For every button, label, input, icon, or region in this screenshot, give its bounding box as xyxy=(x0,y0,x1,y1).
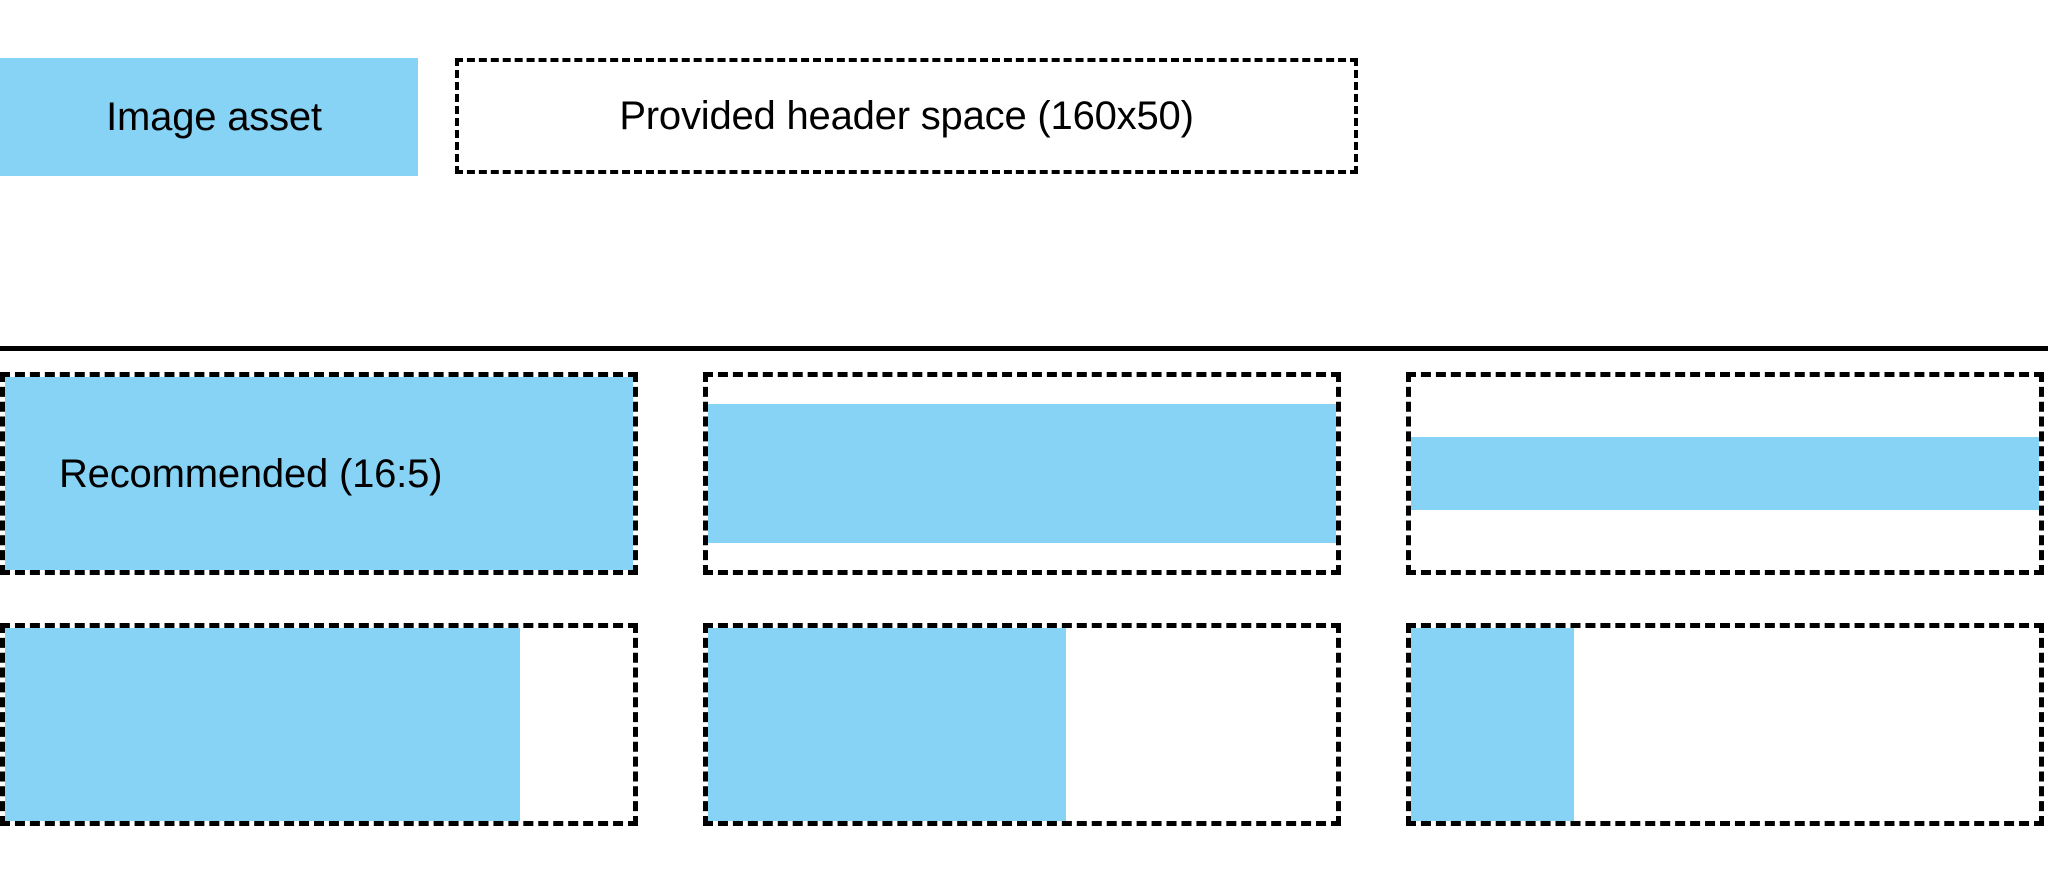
sample-cell-horizontal-57 xyxy=(703,623,1341,826)
legend-row: Image asset Provided header space (160x5… xyxy=(0,58,1358,176)
sample-cell-vertical-72 xyxy=(703,372,1341,575)
sample-fill xyxy=(1411,628,1575,821)
sample-fill xyxy=(708,404,1336,543)
legend-gap xyxy=(418,58,455,176)
sample-cell-recommended: Recommended (16:5) xyxy=(0,372,638,575)
sample-fill: Recommended (16:5) xyxy=(5,377,633,570)
legend-image-asset-label: Image asset xyxy=(106,95,322,139)
sample-row-horizontal xyxy=(0,623,2048,826)
section-divider xyxy=(0,346,2048,351)
legend-image-asset-swatch: Image asset xyxy=(0,58,418,176)
legend-header-space-label: Provided header space (160x50) xyxy=(619,94,1194,138)
sample-cell-label: Recommended (16:5) xyxy=(59,451,443,496)
sample-fill xyxy=(1411,436,2039,511)
sample-row-vertical: Recommended (16:5) xyxy=(0,372,2048,575)
sample-cell-vertical-38 xyxy=(1406,372,2044,575)
legend-header-space-box: Provided header space (160x50) xyxy=(455,58,1358,174)
sample-fill xyxy=(5,628,520,821)
sample-cell-horizontal-26 xyxy=(1406,623,2044,826)
sample-cell-horizontal-82 xyxy=(0,623,638,826)
sample-grid: Recommended (16:5) xyxy=(0,372,2048,826)
sample-fill xyxy=(708,628,1066,821)
